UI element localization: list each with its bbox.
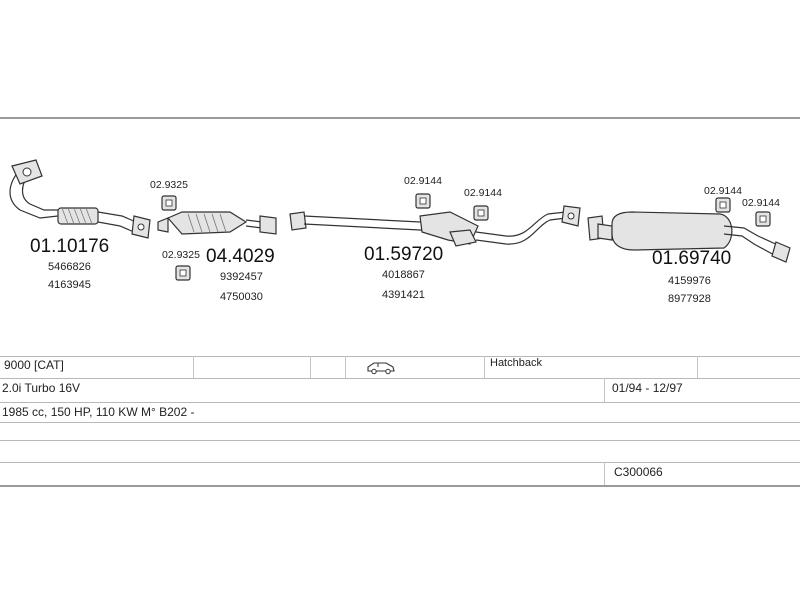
hanger-icon (419, 197, 427, 205)
hanger-icon (179, 269, 187, 277)
hanger-accessory-2[interactable] (175, 265, 191, 281)
accessory-number-6[interactable]: 02.9144 (742, 197, 780, 209)
oe-number-rear-silencer-1: 4159976 (668, 275, 711, 287)
accessory-number-2[interactable]: 02.9325 (162, 249, 200, 261)
flex-braid-icon (61, 207, 93, 225)
oe-number-front-pipe-1: 5466826 (48, 261, 91, 273)
hanger-icon (477, 209, 485, 217)
table-divider (345, 356, 346, 378)
accessory-number-5[interactable]: 02.9144 (704, 185, 742, 197)
flange-hole-icon (22, 167, 32, 177)
table-divider (697, 356, 698, 378)
part-number-rear-silencer[interactable]: 01.69740 (652, 248, 731, 269)
table-rule (0, 356, 800, 357)
oe-number-catalytic-converter-2: 4750030 (220, 291, 263, 303)
cat-inlet-flange-icon (157, 217, 169, 233)
accessory-number-4[interactable]: 02.9144 (464, 187, 502, 199)
flange-hole-icon (567, 212, 575, 220)
vehicle-model: 9000 [CAT] (4, 358, 64, 372)
cat-outlet-flange-icon (259, 215, 277, 235)
accessory-number-1[interactable]: 02.9325 (150, 179, 188, 191)
cat-hatch-icon (187, 213, 227, 233)
hanger-icon (759, 215, 767, 223)
table-rule (0, 440, 800, 441)
table-rule (0, 402, 800, 403)
part-number-catalytic-converter[interactable]: 04.4029 (206, 246, 275, 267)
table-bottom-rule (0, 485, 800, 487)
hanger-icon (165, 199, 173, 207)
oe-number-catalytic-converter-1: 9392457 (220, 271, 263, 283)
front-pipe-part[interactable] (9, 159, 151, 239)
table-divider (310, 356, 311, 378)
hanger-accessory-1[interactable] (161, 195, 177, 211)
flange-hole-icon (137, 223, 145, 231)
vehicle-body-type: Hatchback (490, 357, 542, 369)
vehicle-specs: 1985 cc, 150 HP, 110 KW M° B202 - (2, 405, 195, 419)
hanger-accessory-4[interactable] (473, 205, 489, 221)
rear-silencer-part[interactable] (587, 211, 791, 263)
hanger-accessory-6[interactable] (755, 211, 771, 227)
hanger-accessory-5[interactable] (715, 197, 731, 213)
hanger-icon (719, 201, 727, 209)
top-border (0, 117, 800, 119)
car-icon (366, 359, 396, 375)
oe-number-front-pipe-2: 4163945 (48, 279, 91, 291)
catalytic-converter-part[interactable] (157, 211, 277, 235)
middle-silencer-part[interactable] (289, 205, 581, 247)
flex-joint-icon (57, 207, 99, 225)
oe-number-rear-silencer-2: 8977928 (668, 293, 711, 305)
part-number-front-pipe[interactable]: 01.10176 (30, 236, 109, 257)
hanger-accessory-3[interactable] (415, 193, 431, 209)
table-divider (604, 378, 605, 402)
middle-inlet-flange-icon (289, 211, 307, 231)
middle-silencer-end-icon (449, 229, 477, 247)
vehicle-engine: 2.0i Turbo 16V (2, 381, 81, 395)
table-rule (0, 462, 800, 463)
vehicle-code: C300066 (614, 465, 663, 479)
oe-number-middle-silencer-1: 4018867 (382, 269, 425, 281)
accessory-number-3[interactable]: 02.9144 (404, 175, 442, 187)
table-rule (0, 378, 800, 379)
oe-number-middle-silencer-2: 4391421 (382, 289, 425, 301)
vehicle-period: 01/94 - 12/97 (612, 381, 683, 395)
rear-silencer-body-icon (611, 211, 733, 251)
rear-inlet-pipe-icon (597, 223, 613, 241)
table-rule (0, 422, 800, 423)
table-divider (604, 462, 605, 485)
part-number-middle-silencer[interactable]: 01.59720 (364, 244, 443, 265)
tail-pipe-icon (771, 241, 791, 263)
table-divider (484, 356, 485, 378)
table-divider (193, 356, 194, 378)
